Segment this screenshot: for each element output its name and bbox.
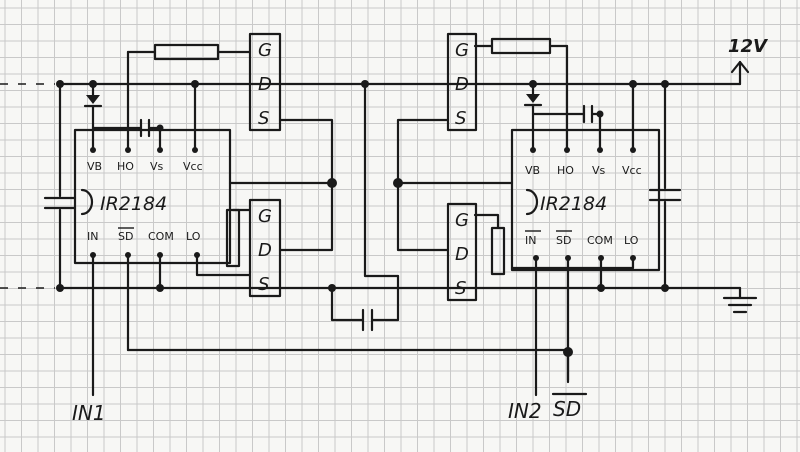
driver-left-pin-vcc: Vcc — [183, 160, 203, 173]
driver-right-top-wiring — [396, 37, 635, 397]
ground-symbol — [722, 286, 758, 314]
q4-gate-label: G — [455, 210, 469, 231]
gate-driver-left: IR2184 VB HO Vs Vcc IN SD COM LO — [73, 128, 232, 265]
bulk-capacitor-left — [43, 82, 77, 290]
driver-left-part-label: IR2184 — [100, 193, 167, 215]
q4-drain-label: D — [455, 244, 469, 265]
q3-drain-label: D — [455, 74, 469, 95]
driver-right-pin-vb: VB — [525, 164, 540, 177]
driver-left-pin-lo: LO — [186, 230, 201, 243]
input-in2-label: IN2 — [508, 399, 542, 423]
mosfet-left-low: G D S — [225, 198, 282, 298]
driver-left-pin-com: COM — [148, 230, 174, 243]
driver-left-pin-in: IN — [87, 230, 98, 243]
driver-right-pin-ho: HO — [557, 164, 574, 177]
supply-12v-label: 12V — [728, 36, 769, 57]
q2-source-label: S — [258, 274, 269, 295]
driver-left-pin-sd: SD — [118, 230, 133, 243]
driver-left-pin-vs: Vs — [150, 160, 164, 173]
gate-driver-right: IR2184 VB HO Vs Vcc IN SD COM LO — [510, 128, 661, 272]
q4-source-label: S — [455, 278, 466, 299]
q3-gate-label: G — [455, 40, 469, 61]
driver-right-pin-vs: Vs — [592, 164, 606, 177]
driver-right-pin-sd: SD — [556, 234, 571, 247]
driver-left-top-wiring — [83, 43, 334, 397]
mosfet-right-low: G D S — [446, 202, 478, 302]
driver-right-part-label: IR2184 — [540, 193, 607, 215]
driver-right-pin-com: COM — [587, 234, 613, 247]
q2-drain-label: D — [258, 240, 272, 261]
junction-dots — [56, 80, 669, 357]
driver-right-pin-vcc: Vcc — [622, 164, 642, 177]
output-capacitor — [330, 82, 400, 332]
q2-gate-label: G — [258, 206, 272, 227]
driver-left-pin-ho: HO — [117, 160, 134, 173]
input-sd-label: SD — [553, 397, 581, 421]
input-in1-label: IN1 — [72, 401, 106, 425]
driver-left-pin-vb: VB — [87, 160, 102, 173]
bulk-capacitor-right — [648, 82, 682, 290]
q3-source-label: S — [455, 108, 466, 129]
supply-12v-terminal: 12V — [728, 36, 769, 86]
driver-right-pin-in: IN — [525, 234, 536, 247]
q1-source-label: S — [258, 108, 269, 129]
q1-gate-label: G — [258, 40, 272, 61]
q1-drain-label: D — [258, 74, 272, 95]
driver-right-pin-lo: LO — [624, 234, 639, 247]
